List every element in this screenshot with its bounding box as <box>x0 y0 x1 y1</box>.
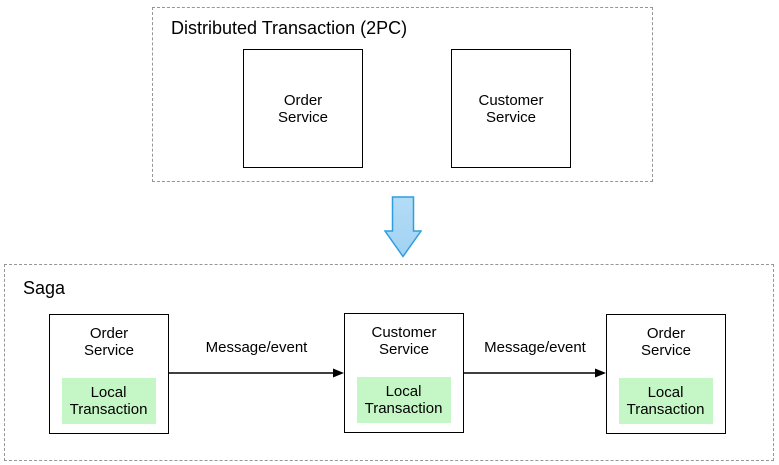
node-order-service-saga-2-label: Order Service <box>640 325 692 359</box>
two-pc-group-title: Distributed Transaction (2PC) <box>171 18 408 38</box>
down-arrow-icon <box>384 196 422 258</box>
local-transaction-box-3: Local Transaction <box>618 377 713 424</box>
node-customer-service-saga: Customer Service Local Transaction <box>344 313 464 433</box>
two-pc-group: Distributed Transaction (2PC) Order Serv… <box>152 7 653 182</box>
node-customer-service-2pc-label: Customer Service <box>478 91 544 126</box>
message-event-arrow-1 <box>169 368 344 378</box>
node-order-service-2pc-label: Order Service <box>277 91 329 126</box>
message-event-label-1: Message/event <box>205 339 308 356</box>
node-order-service-2pc: Order Service <box>243 49 363 168</box>
local-transaction-box-2: Local Transaction <box>356 376 451 423</box>
local-transaction-box-1: Local Transaction <box>61 377 156 424</box>
node-customer-service-2pc: Customer Service <box>451 49 571 168</box>
saga-group-title: Saga <box>23 278 66 298</box>
node-customer-service-saga-label: Customer Service <box>371 324 437 358</box>
saga-group: Saga Order Service Local Transaction Mes… <box>4 264 774 461</box>
message-event-label-2: Message/event <box>484 339 586 356</box>
node-order-service-saga-1-label: Order Service <box>83 325 135 359</box>
node-order-service-saga-1: Order Service Local Transaction <box>49 314 169 434</box>
message-event-arrow-2 <box>464 368 606 378</box>
node-order-service-saga-2: Order Service Local Transaction <box>606 314 726 434</box>
